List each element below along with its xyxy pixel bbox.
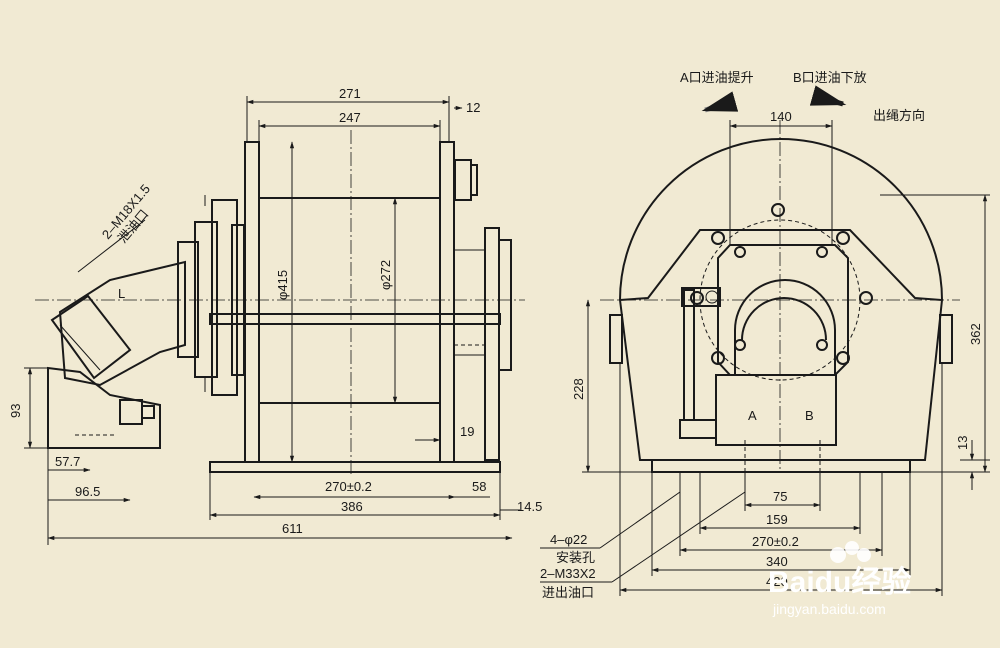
dim-58: 58 [472, 479, 486, 494]
front-base-plate [651, 459, 911, 473]
dim-611: 611 [282, 521, 303, 536]
dim-386: 386 [341, 499, 363, 514]
hydraulic-motor [47, 195, 245, 449]
dim-13: 13 [955, 436, 970, 450]
dim-270-tolerance-front: 270±0.2 [752, 534, 799, 549]
side-base-plate [209, 461, 501, 473]
dim-420: 420 [766, 574, 788, 589]
valve-block [715, 374, 837, 446]
port-a-label: A口进油提升 [680, 70, 754, 85]
dim-159: 159 [766, 512, 788, 527]
motor-flange [717, 244, 849, 376]
watermark-brand: Baidu经验 [768, 565, 911, 599]
rope-direction-label: 出绳方向 [873, 108, 925, 123]
dim-271: 271 [339, 86, 361, 101]
dim-362: 362 [968, 323, 983, 345]
dim-12: 12 [466, 100, 480, 115]
mount-holes-spec: 4–φ22 [550, 532, 587, 547]
dim-247: 247 [339, 110, 361, 125]
dim-96-5: 96.5 [75, 484, 100, 499]
watermark-url: jingyan.baidu.com [772, 601, 886, 617]
dim-57-7: 57.7 [55, 454, 80, 469]
dim-19: 19 [460, 424, 474, 439]
front-dimension-lines [540, 120, 990, 596]
drum [209, 141, 512, 463]
drain-port-letter: L [118, 286, 125, 301]
dim-228: 228 [571, 378, 586, 400]
flange-bolts [690, 203, 873, 365]
dim-93: 93 [8, 404, 23, 418]
baidu-watermark: Baidu经验 jingyan.baidu.com [768, 541, 911, 617]
dim-270-tolerance: 270±0.2 [325, 479, 372, 494]
dim-340: 340 [766, 554, 788, 569]
side-view: 271 247 12 φ415 φ272 19 270±0.2 58 386 1… [8, 86, 542, 545]
frame-body [618, 229, 944, 461]
dim-phi-272: φ272 [378, 260, 393, 290]
dim-phi-415: φ415 [275, 270, 290, 300]
drum-flange-outline [619, 138, 943, 301]
port-b-flow-arrow-icon [809, 85, 847, 107]
port-a-flow-arrow-icon [701, 91, 739, 113]
mount-holes-label: 安装孔 [556, 550, 595, 565]
front-view: A口进油提升 B口进油下放 出绳方向 140 362 228 13 75 159… [540, 70, 990, 600]
port-b-letter: B [805, 408, 814, 423]
dim-140: 140 [770, 109, 792, 124]
io-port-label: 进出油口 [542, 585, 594, 600]
dim-14-5: 14.5 [517, 499, 542, 514]
port-a-letter: A [748, 408, 757, 423]
io-thread-spec: 2–M33X2 [540, 566, 596, 581]
port-b-label: B口进油下放 [793, 70, 867, 85]
side-dimension-lines [24, 96, 520, 545]
dim-75: 75 [773, 489, 787, 504]
